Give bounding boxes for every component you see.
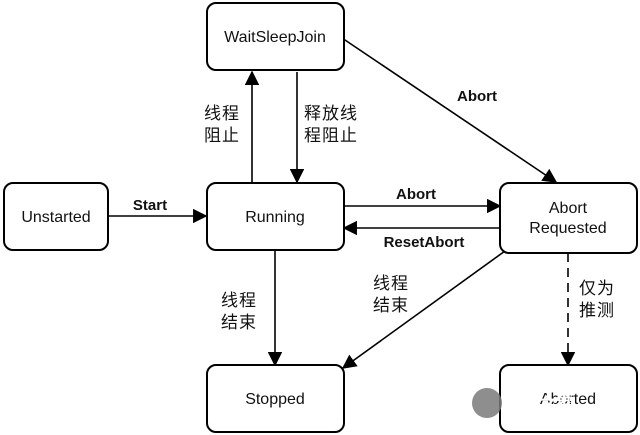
state-label: Stopped [245,391,305,408]
state-label-line2: Requested [529,220,606,237]
label-reset-abort: ResetAbort [384,234,465,251]
label-start: Start [133,197,167,214]
state-label: Running [245,209,305,226]
edge-waitsleepjoin-to-abortrequested [341,37,558,183]
label-abort-top: Abort [457,88,497,105]
state-unstarted: Unstarted [3,182,109,251]
state-abort-requested: Abort Requested [499,182,638,254]
label-abort-mid: Abort [396,186,436,203]
label-release-line2: 程阻止 [304,126,358,146]
state-running: Running [206,182,345,251]
watermark-icon [472,388,502,418]
state-aborted: Aborted [499,364,638,433]
state-label-line1: Abort [549,200,588,217]
label-end-left-line2: 结束 [221,313,257,333]
edge-abortrequested-to-stopped [341,250,506,369]
label-block-line1: 线程 [204,104,240,124]
state-waitsleepjoin: WaitSleepJoin [206,2,345,71]
state-label: Unstarted [21,209,90,226]
label-block-line2: 阻止 [204,126,240,146]
label-end-left-line1: 线程 [221,291,257,311]
state-label: WaitSleepJoin [224,29,326,46]
label-release-line1: 释放线 [304,104,358,124]
state-stopped: Stopped [206,364,345,433]
watermark-text: 系统之家 [505,394,573,415]
label-end-right-line1: 线程 [373,274,409,294]
label-speculative-line1: 仅为 [579,279,615,299]
label-speculative-line2: 推测 [579,301,615,321]
state-label: Aborted [540,391,596,408]
watermark-logo: 系统之家 [472,388,573,418]
label-end-right-line2: 结束 [373,296,409,316]
